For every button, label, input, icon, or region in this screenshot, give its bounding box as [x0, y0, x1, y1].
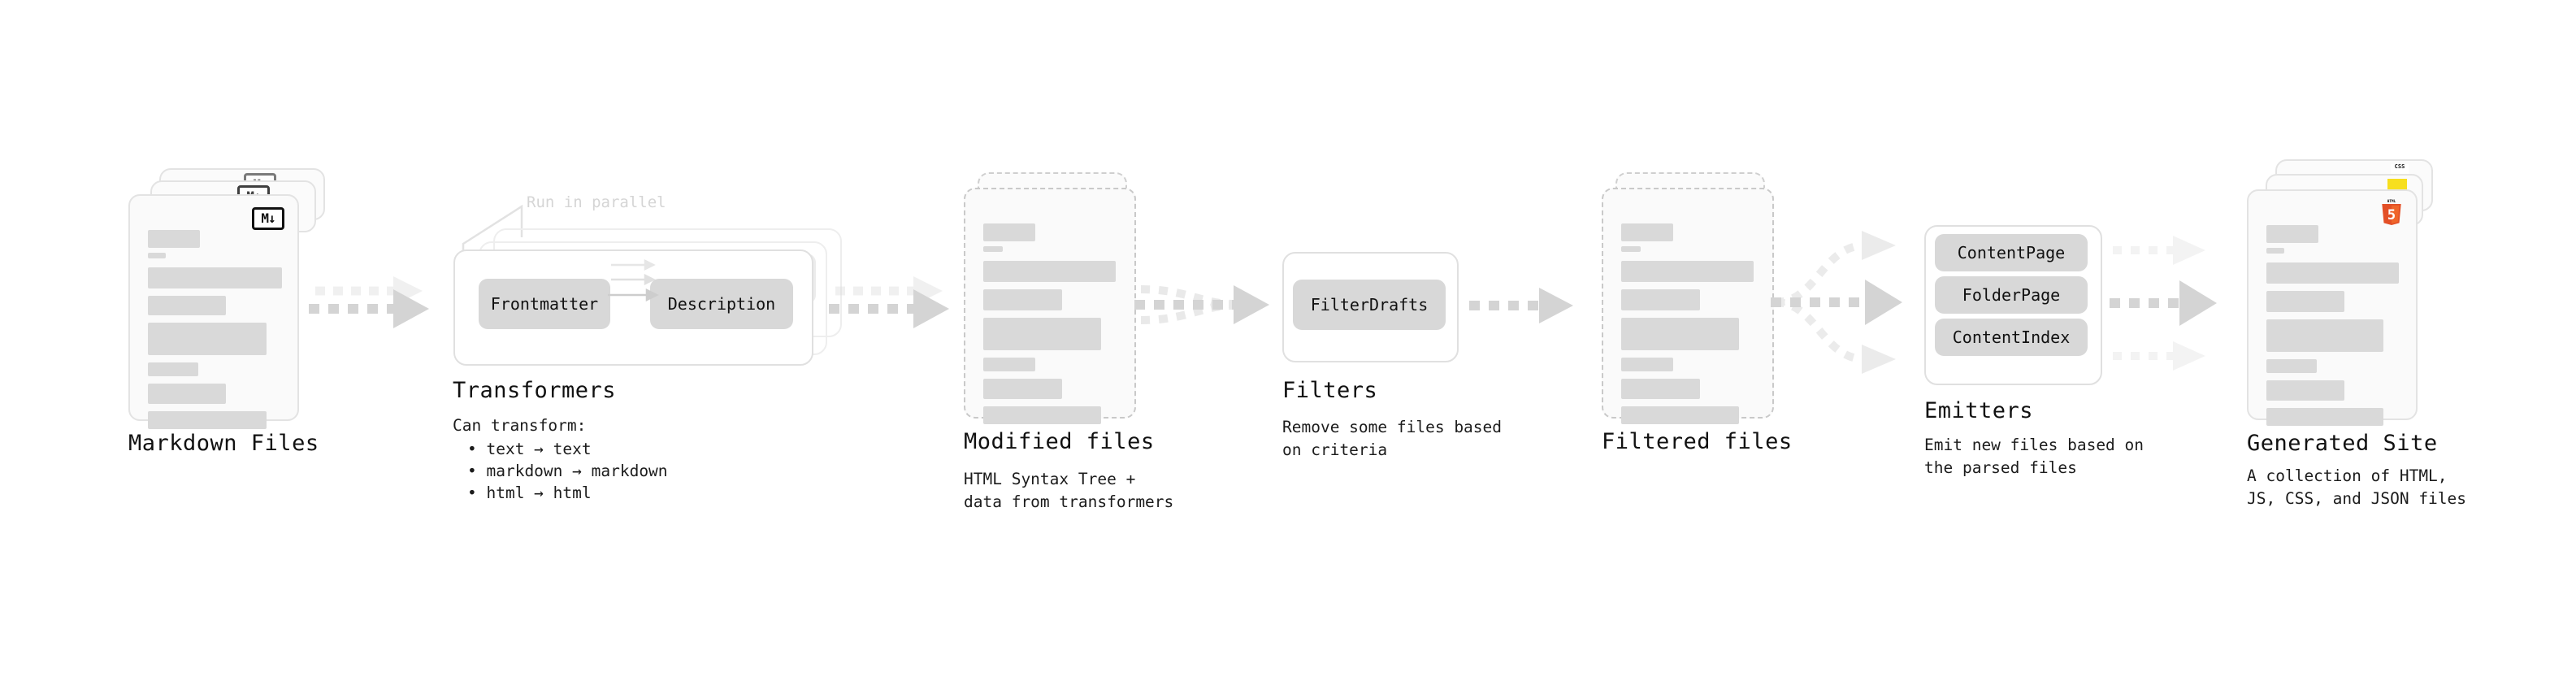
filter-chip-filterdrafts[interactable]: FilterDrafts — [1293, 280, 1446, 330]
connector-filtered-to-emitters — [1771, 231, 1902, 374]
stage-title-generated-site: Generated Site — [2247, 431, 2438, 456]
filtered-skeleton-bars — [1621, 223, 1758, 432]
skeleton-bar — [1621, 246, 1641, 252]
skeleton-bar — [2266, 319, 2383, 352]
stage-title-emitters: Emitters — [1924, 398, 2034, 423]
skeleton-bar — [1621, 406, 1739, 424]
emitters-subtitle: Emit new files based on the parsed files — [1924, 436, 2144, 477]
skeleton-bar — [2266, 262, 2399, 284]
skeleton-bar — [1621, 289, 1700, 310]
skeleton-bar — [2266, 225, 2318, 243]
skeleton-bar — [983, 261, 1116, 282]
site-document-card: HTML 5 — [2247, 189, 2418, 426]
skeleton-bar — [983, 246, 1003, 252]
transformers-bullet-1: • text → text — [467, 440, 592, 458]
modified-skeleton-bars — [983, 223, 1120, 432]
skeleton-bar — [148, 267, 282, 288]
stage-title-transformers: Transformers — [453, 378, 617, 403]
skeleton-bar — [148, 362, 198, 376]
modified-document-card — [964, 188, 1136, 424]
markdown-document-card: M↓ — [128, 194, 299, 429]
connector-emitters-to-site — [2110, 236, 2217, 371]
html5-icon: HTML 5 — [2382, 199, 2401, 225]
connector-markdown-to-transformers — [309, 276, 429, 328]
stage-title-filtered-files: Filtered files — [1602, 429, 1793, 454]
skeleton-bar — [1621, 379, 1700, 399]
transformers-bullet-2: • markdown → markdown — [467, 462, 668, 480]
connector-transformers-to-modified — [829, 276, 949, 328]
skeleton-bar — [983, 358, 1035, 371]
skeleton-bar — [983, 318, 1101, 350]
css-icon-label: CSS — [2394, 163, 2405, 170]
skeleton-bar — [2266, 408, 2383, 426]
generated-site-subtitle: A collection of HTML, JS, CSS, and JSON … — [2247, 466, 2467, 508]
skeleton-bar — [148, 296, 226, 315]
transformer-chip-frontmatter[interactable]: Frontmatter — [479, 279, 610, 329]
skeleton-bar — [2266, 291, 2344, 312]
transformer-inner-arrows — [608, 258, 659, 302]
stage-title-markdown-files: Markdown Files — [128, 431, 319, 456]
modified-files-subtitle: HTML Syntax Tree + data from transformer… — [964, 470, 1174, 511]
run-in-parallel-label: Run in parallel — [527, 193, 666, 211]
skeleton-bar — [1621, 261, 1754, 282]
svg-text:HTML: HTML — [2387, 199, 2396, 204]
transformers-bullet-3: • html → html — [467, 484, 592, 502]
stage-title-modified-files: Modified files — [964, 429, 1155, 454]
skeleton-bar — [1621, 223, 1673, 241]
skeleton-bar — [983, 379, 1062, 399]
emitter-chip-contentindex[interactable]: ContentIndex — [1935, 319, 2088, 356]
skeleton-bar — [148, 323, 267, 355]
markdown-icon-label: M↓ — [261, 210, 275, 226]
skeleton-bar — [148, 411, 267, 429]
markdown-icon: M↓ — [252, 207, 284, 230]
markdown-skeleton-bars — [148, 230, 283, 436]
site-skeleton-bars — [2266, 225, 2401, 433]
skeleton-bar — [2266, 380, 2344, 401]
transformers-subtitle: Can transform: — [453, 416, 587, 435]
skeleton-bar — [983, 289, 1062, 310]
skeleton-bar — [983, 406, 1101, 424]
skeleton-bar — [148, 253, 166, 258]
skeleton-bar — [1621, 358, 1673, 371]
emitter-chip-folderpage[interactable]: FolderPage — [1935, 276, 2088, 314]
transformer-chip-description[interactable]: Description — [650, 279, 793, 329]
emitter-chip-contentpage[interactable]: ContentPage — [1935, 234, 2088, 271]
filters-subtitle: Remove some files based on criteria — [1282, 418, 1503, 459]
skeleton-bar — [148, 384, 226, 404]
skeleton-bar — [2266, 359, 2317, 373]
connector-filters-to-filtered — [1469, 288, 1573, 323]
skeleton-bar — [2266, 248, 2284, 254]
stage-title-filters: Filters — [1282, 378, 1378, 403]
skeleton-bar — [983, 223, 1035, 241]
svg-text:5: 5 — [2387, 207, 2396, 223]
skeleton-bar — [148, 230, 200, 248]
skeleton-bar — [1621, 318, 1739, 350]
filtered-document-card — [1602, 188, 1774, 424]
connector-modified-to-filters — [1134, 285, 1269, 324]
